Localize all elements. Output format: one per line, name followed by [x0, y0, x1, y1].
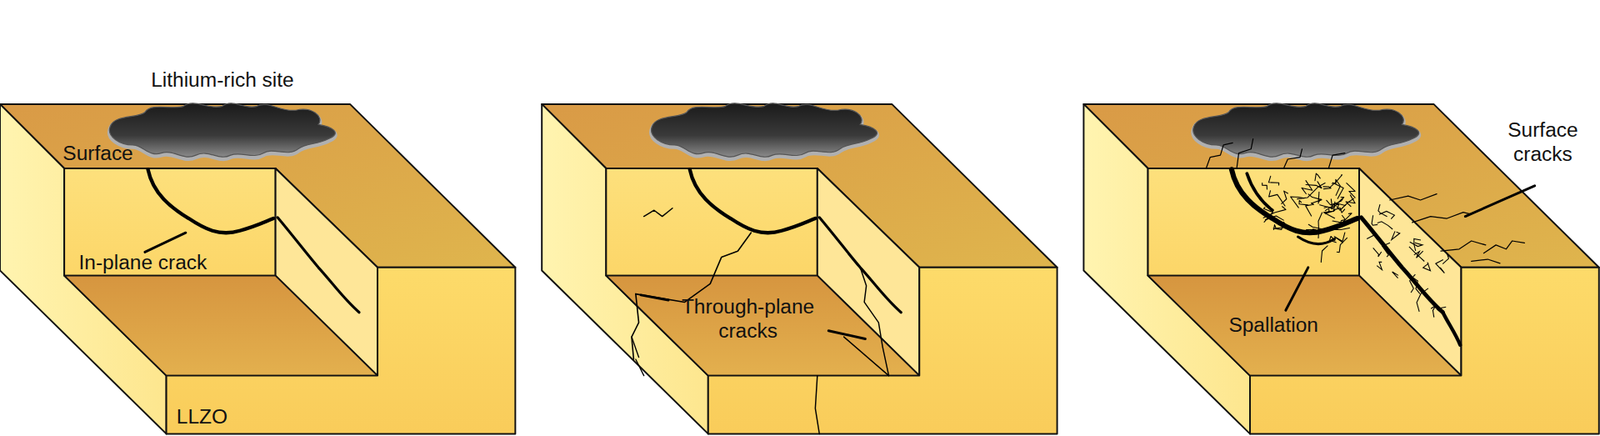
fine-crack	[1308, 224, 1326, 230]
lithium-rich-site	[109, 103, 335, 157]
fine-crack	[1315, 173, 1320, 181]
spallation-crack	[1442, 312, 1460, 345]
label-text: Surface cracks	[1491, 117, 1594, 167]
llzo-block	[541, 103, 1057, 435]
fine-crack	[1305, 181, 1322, 189]
fine-crack	[1437, 306, 1446, 314]
spallation-crack	[1246, 173, 1273, 210]
in-plane-crack	[277, 217, 360, 313]
fine-crack	[1423, 262, 1431, 271]
fine-crack	[1430, 305, 1436, 317]
in-plane-crack	[148, 169, 275, 233]
cut-floor	[64, 275, 378, 376]
surface-crack	[1205, 142, 1233, 169]
fine-crack	[1410, 275, 1420, 295]
leader-line	[828, 330, 865, 340]
fine-crack	[1382, 242, 1390, 257]
cut-floor	[1148, 275, 1462, 376]
cut-back-wall	[605, 168, 817, 276]
fine-crack	[1373, 247, 1382, 257]
fine-crack	[1299, 200, 1308, 205]
leader-line	[1285, 267, 1309, 310]
through-plane-crack	[815, 375, 820, 435]
fine-crack	[1262, 183, 1268, 190]
leader-line	[1465, 185, 1535, 217]
fine-crack	[1377, 221, 1393, 230]
fine-crack	[1333, 207, 1345, 213]
through-plane-crack	[844, 336, 890, 376]
lithium-rich-site	[1193, 103, 1420, 157]
fine-crack	[1346, 183, 1355, 198]
surface-crack	[1440, 240, 1486, 251]
lithium-rich-site	[651, 103, 878, 157]
fine-crack	[1376, 261, 1382, 270]
fine-crack	[1416, 288, 1429, 312]
fine-crack	[1318, 191, 1321, 204]
fine-crack	[1435, 260, 1445, 274]
surface-crack	[1328, 153, 1345, 169]
in-plane-crack	[819, 217, 901, 313]
through-plane-crack	[635, 232, 751, 302]
surface-crack	[1283, 149, 1302, 169]
fine-crack	[1273, 225, 1287, 230]
through-plane-crack	[860, 267, 889, 376]
fine-crack	[1268, 175, 1279, 185]
in-plane-crack	[690, 169, 816, 233]
fine-crack	[1320, 245, 1328, 263]
fine-crack	[1391, 230, 1400, 240]
label-text: Surface	[51, 140, 144, 165]
fine-crack	[1366, 230, 1376, 240]
fine-crack	[1263, 206, 1286, 219]
fine-crack	[1328, 227, 1333, 230]
cut-back-wall	[64, 168, 275, 276]
through-plane-crack	[631, 336, 640, 357]
fine-crack	[1301, 180, 1313, 195]
cut-floor	[605, 275, 920, 376]
fine-crack	[1306, 228, 1317, 230]
fine-crack	[1379, 210, 1395, 219]
fine-crack	[1334, 232, 1345, 243]
fine-crack	[1392, 271, 1399, 278]
through-plane-crack	[644, 208, 673, 217]
label-text: In-plane crack	[66, 250, 220, 275]
fine-crack	[1308, 194, 1322, 204]
fine-crack	[1335, 179, 1341, 195]
fine-crack	[1332, 213, 1352, 223]
through-plane-crack	[635, 359, 645, 376]
label-text: LLZO	[166, 404, 239, 429]
leader-line	[145, 232, 186, 252]
fine-crack	[1371, 215, 1378, 225]
fine-crack	[1409, 246, 1425, 262]
fine-crack	[1305, 203, 1315, 216]
in-plane-crack	[1360, 217, 1443, 313]
fine-crack	[1269, 190, 1285, 206]
fine-crack	[1414, 250, 1424, 258]
fine-crack	[1442, 254, 1449, 265]
label-text: Through-plane cracks	[671, 294, 825, 344]
cut-back-wall	[1148, 168, 1360, 276]
fine-crack	[1334, 227, 1350, 230]
surface-crack	[1390, 194, 1437, 200]
through-plane-crack	[631, 294, 640, 360]
fine-crack-group	[1366, 204, 1449, 317]
label-text: Spallation	[1212, 312, 1335, 337]
llzo-block	[1083, 103, 1599, 435]
in-plane-crack	[1231, 169, 1358, 233]
surface-crack	[1483, 240, 1525, 254]
surface-crack	[1412, 212, 1472, 223]
llzo-block	[0, 103, 515, 435]
surface-crack	[1471, 259, 1500, 264]
surface-crack	[1236, 139, 1254, 170]
leader-line	[640, 295, 669, 300]
fine-crack	[1325, 204, 1339, 211]
fine-crack	[1378, 204, 1388, 217]
fine-crack	[1318, 212, 1323, 238]
fine-crack	[1410, 241, 1423, 246]
label-text: Lithium-rich site	[120, 67, 325, 92]
